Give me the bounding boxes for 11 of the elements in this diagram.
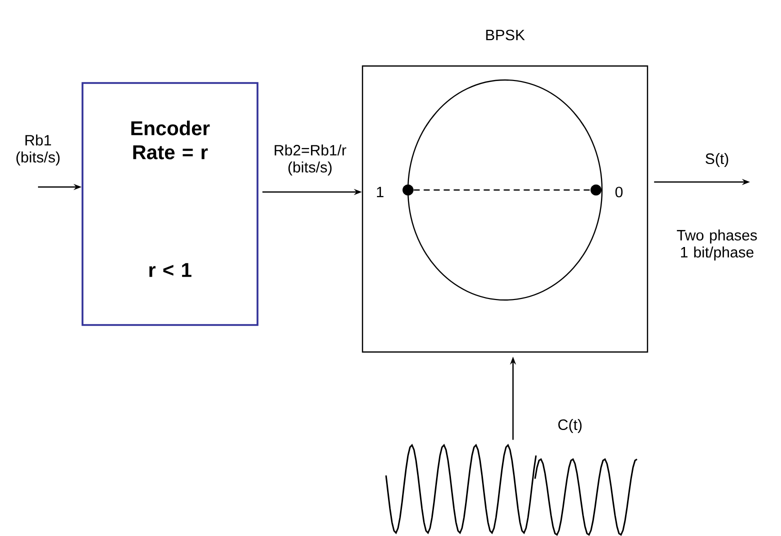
edge-label: Rb1 (bits/s) bbox=[16, 134, 60, 166]
edge-label: S(t) bbox=[706, 153, 728, 167]
sine-wave-drawing bbox=[385, 444, 638, 536]
note-text: Two phases 1 bit/phase bbox=[676, 230, 757, 260]
encoder-box: Encoder Rate = r r < 1 bbox=[82, 82, 258, 326]
point-label: 1 bbox=[376, 186, 384, 198]
dashed-line bbox=[414, 189, 590, 191]
point-label: 0 bbox=[615, 186, 623, 198]
edge-label: C(t) bbox=[558, 419, 582, 433]
edge-label: Rb2=Rb1/r (bits/s) bbox=[274, 144, 346, 176]
node-label: BPSK bbox=[486, 30, 525, 40]
